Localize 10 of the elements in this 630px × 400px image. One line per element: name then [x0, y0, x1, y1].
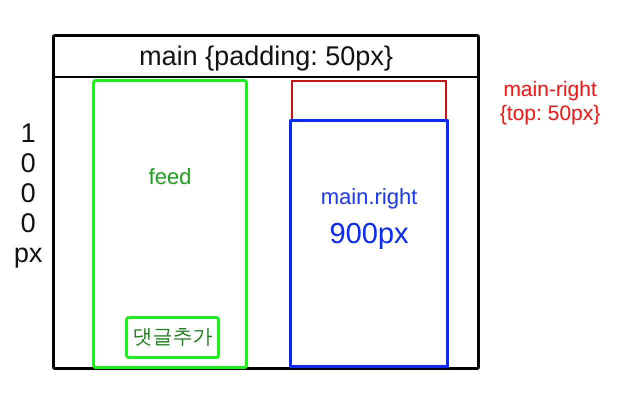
box-label: feed: [148, 164, 192, 190]
column-box: [92, 79, 248, 369]
dimension-label: 1000px: [14, 118, 43, 268]
column-box: [289, 119, 449, 368]
box-heading: main {padding: 50px}: [55, 37, 477, 78]
button-label: 댓글추가: [132, 325, 214, 350]
button: [125, 316, 220, 359]
box-label: main.right: [320, 184, 418, 210]
annotation-label: main-right {top: 50px}: [498, 78, 602, 126]
size-label: 900px: [328, 218, 410, 250]
